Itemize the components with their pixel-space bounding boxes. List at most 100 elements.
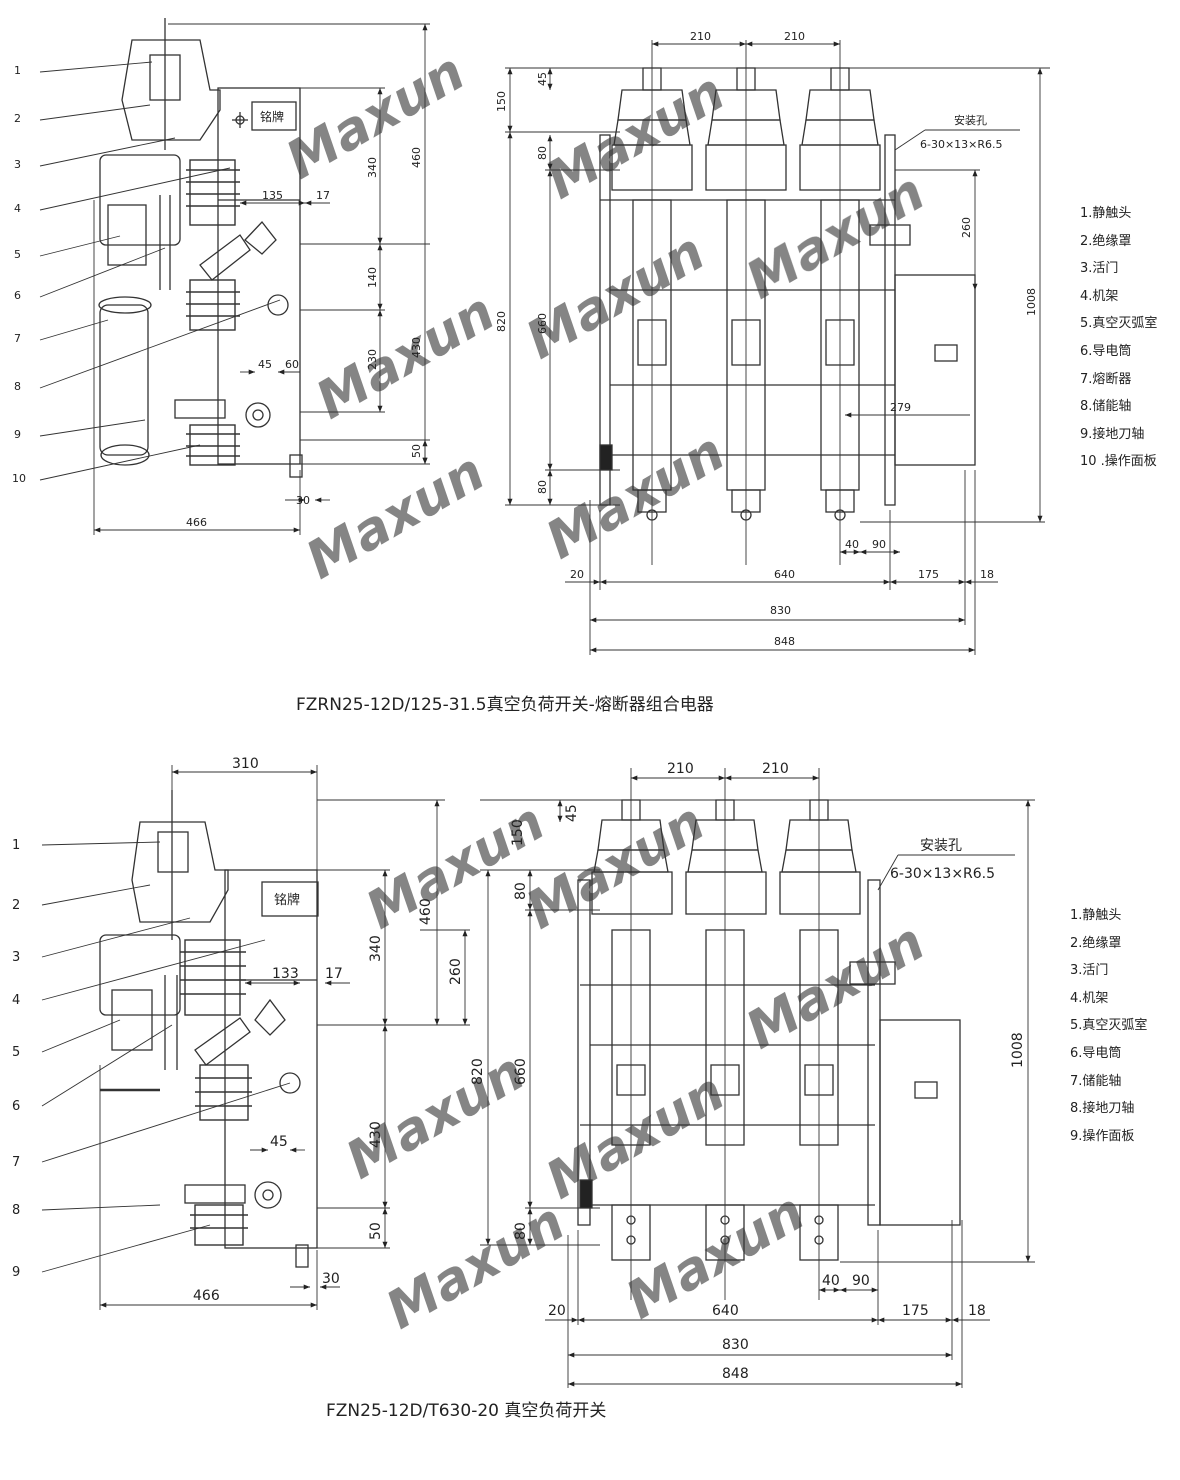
bottom-side-dimensions [99, 765, 470, 1310]
bottom-front-dimensions [480, 768, 1035, 1388]
legend-item: 6.导电筒 [1070, 1045, 1122, 1061]
bottom-front-dim-text: 210 210 45 150 80 820 660 80 1008 40 90 … [470, 761, 1026, 1382]
watermark: Maxun [337, 1042, 535, 1191]
dim-150: 150 [495, 91, 508, 112]
dim-45: 45 [258, 358, 272, 371]
dim-80b: 80 [536, 480, 549, 494]
watermark: Maxun [377, 1192, 575, 1341]
dim-1008: 1008 [1010, 1032, 1026, 1068]
dim-175: 175 [918, 568, 939, 581]
dim-260: 260 [448, 958, 464, 985]
dim-210a: 210 [690, 30, 711, 43]
legend-top: 1.静触头 2.绝缘罩 3.活门 4.机架 5.真空灭弧室 6.导电筒 7.熔断… [1080, 200, 1157, 476]
legend-item: 7.储能轴 [1070, 1073, 1122, 1089]
dim-340: 340 [368, 935, 384, 962]
legend-item: 6.导电筒 [1080, 343, 1132, 359]
watermark: Maxun [537, 62, 735, 211]
dim-60: 60 [285, 358, 299, 371]
top-front-dimensions [505, 40, 1050, 655]
legend-bottom: 1.静触头 2.绝缘罩 3.活门 4.机架 5.真空灭弧室 6.导电筒 7.储能… [1070, 902, 1147, 1150]
dim-30: 30 [296, 494, 310, 507]
earthing-shaft [254, 1181, 282, 1209]
callout-2: 2 [14, 112, 21, 125]
dim-848: 848 [722, 1366, 749, 1382]
dim-430: 430 [368, 1121, 384, 1148]
dim-430: 430 [410, 337, 423, 358]
top-callout-numbers: 1 2 3 4 5 6 7 8 9 10 [12, 64, 26, 485]
vacuum-chamber-body [99, 934, 181, 1016]
watermark: Maxun [537, 422, 735, 571]
legend-item: 1.静触头 [1070, 908, 1122, 923]
dim-30: 30 [322, 1271, 340, 1287]
dim-140: 140 [366, 267, 379, 288]
legend-item: 8.储能轴 [1080, 399, 1132, 415]
energy-shaft [279, 1072, 301, 1094]
dim-135: 135 [262, 189, 283, 202]
callout-8: 8 [14, 380, 21, 393]
dim-279: 279 [890, 401, 911, 414]
dim-466: 466 [186, 516, 207, 529]
dim-80a: 80 [513, 882, 529, 900]
callout-9: 9 [12, 1265, 20, 1280]
caption-bottom: FZN25-12D/T630-20 真空负荷开关 [326, 1401, 607, 1421]
watermark: Maxun [537, 1062, 735, 1211]
nameplate-label: 铭牌 [274, 892, 300, 908]
dim-460: 460 [418, 898, 434, 925]
dim-80b: 80 [513, 1222, 529, 1240]
insulation-hood [121, 39, 221, 141]
operation-panel [879, 1019, 961, 1226]
mounting-hole-spec: 6-30×13×R6.5 [890, 866, 995, 882]
top-side-dim-text: 460 340 140 230 430 50 135 17 45 60 30 4… [186, 109, 423, 529]
legend-item: 5.真空灭弧室 [1070, 1018, 1148, 1034]
watermark: Maxun [517, 792, 715, 941]
callout-5: 5 [12, 1045, 20, 1060]
callout-4: 4 [12, 993, 20, 1008]
callout-6: 6 [14, 289, 21, 302]
vacuum-chamber [107, 204, 147, 266]
mounting-hole-label: 安装孔 [954, 113, 987, 127]
top-side-dimensions [93, 23, 430, 535]
operation-panel [894, 274, 976, 466]
top-front-dim-text: 210 210 45 150 80 820 660 80 260 1008 27… [495, 30, 1038, 648]
legend-item: 8.接地刀轴 [1070, 1101, 1135, 1117]
static-contact [157, 831, 189, 873]
legend-item: 10 .操作面板 [1080, 454, 1157, 470]
dim-830: 830 [770, 604, 791, 617]
dim-90: 90 [872, 538, 886, 551]
top-callouts [39, 61, 281, 481]
legend-item: 2.绝缘罩 [1080, 233, 1132, 249]
watermark: Maxun [357, 792, 555, 941]
callout-3: 3 [12, 950, 20, 965]
dim-466: 466 [193, 1288, 220, 1304]
callout-4: 4 [14, 202, 21, 215]
bottom-callout-numbers: 1 2 3 4 5 6 7 8 9 [12, 838, 20, 1280]
legend-item: 3.活门 [1080, 261, 1119, 277]
watermark: Maxun [737, 162, 935, 311]
mounting-hole-label: 安装孔 [920, 838, 962, 854]
dim-820: 820 [495, 311, 508, 332]
dim-20: 20 [570, 568, 584, 581]
legend-item: 5.真空灭弧室 [1080, 316, 1158, 332]
dim-640: 640 [712, 1303, 739, 1319]
callout-6: 6 [12, 1099, 20, 1114]
watermark: Maxun [307, 282, 505, 431]
bottom-side-dim-text: 310 460 340 260 133 17 430 45 50 30 466 … [193, 756, 464, 1304]
dim-210a: 210 [667, 761, 694, 777]
fuse [99, 304, 149, 456]
dim-260: 260 [960, 217, 973, 238]
dim-20: 20 [548, 1303, 566, 1319]
callout-5: 5 [14, 248, 21, 261]
dim-40: 40 [845, 538, 859, 551]
callout-1: 1 [14, 64, 21, 77]
watermark: Maxun [297, 442, 495, 591]
caption-top: FZRN25-12D/125-31.5真空负荷开关-熔断器组合电器 [296, 695, 714, 715]
dim-50: 50 [368, 1222, 384, 1240]
dim-45: 45 [270, 1134, 288, 1150]
dim-150: 150 [510, 819, 526, 846]
dim-18: 18 [980, 568, 994, 581]
nameplate-label: 铭牌 [260, 109, 284, 124]
callout-10: 10 [12, 472, 26, 485]
bottom-side-view [99, 790, 319, 1268]
dim-18: 18 [968, 1303, 986, 1319]
